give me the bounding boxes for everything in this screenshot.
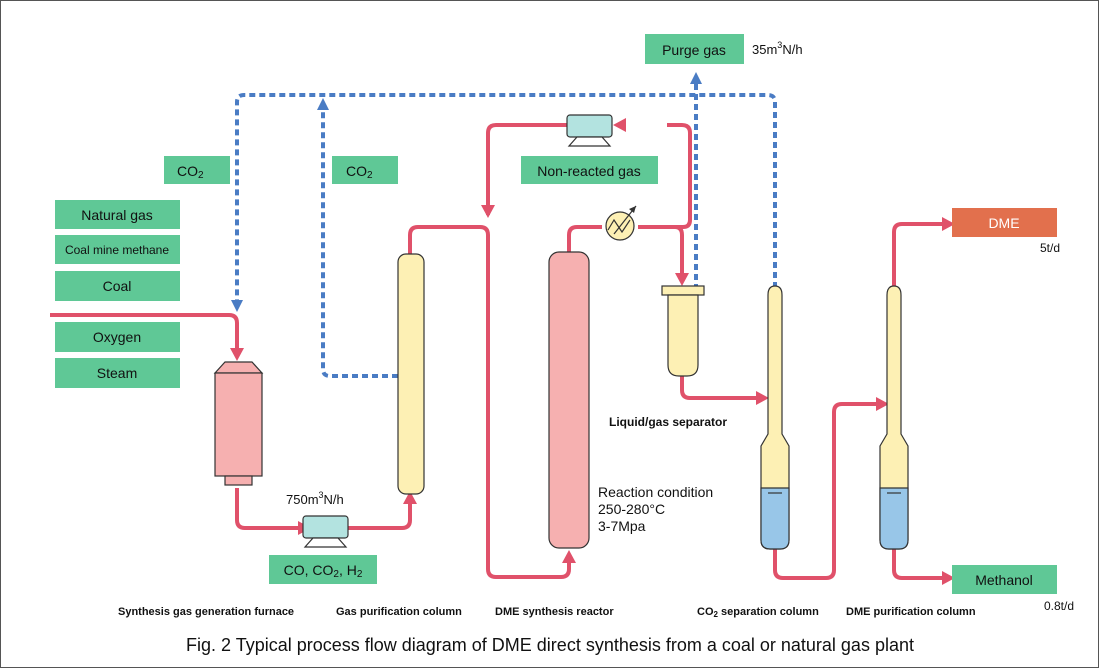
svg-text:DME: DME	[988, 215, 1019, 231]
co2-box-left: CO2	[164, 156, 230, 184]
unit-label-furnace: Synthesis gas generation furnace	[118, 606, 294, 618]
dme-rate-label: 5t/d	[1040, 241, 1060, 255]
purification-overhead	[408, 225, 571, 579]
gas-purification-column	[397, 253, 425, 495]
liquid-gas-separator	[661, 285, 705, 377]
co2col-bottom	[773, 402, 882, 580]
reaction-temperature: 250-280°C	[598, 501, 665, 517]
separator-to-co2col	[680, 374, 762, 400]
synthesis-gas-furnace	[213, 361, 264, 486]
arrow-up-purge	[690, 72, 702, 84]
arrow-to-dme	[942, 217, 955, 231]
natural-gas-box: Natural gas	[55, 200, 180, 229]
arrow-into-purification	[403, 491, 417, 504]
arrow-into-furnace	[230, 348, 244, 361]
non-reacted-gas-box: Non-reacted gas	[521, 156, 658, 184]
dmecol-bottom	[892, 548, 948, 580]
co2-box-mid: CO2	[332, 156, 398, 184]
unit-label-gas-purification: Gas purification column	[336, 606, 462, 618]
purge-rate-label: 35m3N/h	[752, 40, 803, 57]
methanol-product-box: Methanol	[952, 565, 1057, 594]
svg-text:CO2: CO2	[177, 163, 204, 181]
co2-separation-column	[760, 285, 790, 550]
methanol-rate-label: 0.8t/d	[1044, 599, 1074, 613]
figure-caption: Fig. 2 Typical process flow diagram of D…	[186, 635, 914, 655]
svg-text:Natural gas: Natural gas	[81, 207, 153, 223]
syngas-rate-label: 750m3N/h	[286, 490, 344, 507]
arrow-left-recycle	[613, 118, 626, 132]
exchanger-to-separator	[638, 225, 684, 280]
unit-label-dme-purification: DME purification column	[846, 606, 976, 618]
unit-label-dme-reactor: DME synthesis reactor	[495, 606, 614, 618]
dme-product-box: DME	[952, 208, 1057, 237]
svg-text:CO, CO2, H2: CO, CO2, H2	[284, 562, 363, 580]
reaction-condition-title: Reaction condition	[598, 484, 713, 500]
syngas-box: CO, CO2, H2	[269, 555, 377, 584]
coal-box: Coal	[55, 271, 180, 301]
recycle-return	[638, 123, 692, 229]
blue-arrowheads	[231, 72, 702, 312]
recycle-loop	[486, 123, 567, 215]
svg-text:Non-reacted gas: Non-reacted gas	[537, 163, 641, 179]
recycle-compressor-icon	[566, 114, 613, 147]
dmecol-top	[892, 222, 948, 290]
svg-text:Oxygen: Oxygen	[93, 329, 141, 345]
arrow-into-dmecol	[876, 397, 889, 411]
oxygen-box: Oxygen	[55, 322, 180, 352]
dme-purification-column	[879, 285, 909, 550]
coal-mine-methane-box: Coal mine methane	[55, 235, 180, 264]
arrow-to-methanol	[942, 571, 955, 585]
liquid-gas-separator-label: Liquid/gas separator	[609, 415, 727, 429]
svg-text:Coal: Coal	[103, 278, 132, 294]
purge-gas-box: Purge gas	[645, 34, 744, 64]
unit-label-co2-separation: CO2 separation column	[697, 606, 819, 619]
arrow-down-recycle	[481, 205, 495, 218]
svg-text:Steam: Steam	[97, 365, 137, 381]
arrow-up-inner	[317, 98, 329, 110]
furnace-to-compressor	[235, 488, 303, 530]
svg-text:Coal mine methane: Coal mine methane	[65, 243, 169, 257]
pink-arrowheads	[230, 118, 955, 585]
arrow-into-reactor	[562, 550, 576, 563]
co2-recycle-inner	[321, 106, 398, 378]
svg-text:Purge gas: Purge gas	[662, 42, 726, 58]
svg-text:CO2: CO2	[346, 163, 373, 181]
arrow-down-furnace	[231, 300, 243, 312]
reaction-pressure: 3-7Mpa	[598, 518, 646, 534]
arrow-into-separator	[675, 273, 689, 286]
process-lines	[50, 123, 948, 580]
dme-synthesis-reactor	[548, 251, 590, 549]
feed-line	[50, 313, 239, 352]
svg-text:Methanol: Methanol	[975, 572, 1033, 588]
arrow-into-co2col	[756, 391, 769, 405]
steam-box: Steam	[55, 358, 180, 388]
compressor-to-purification	[348, 500, 412, 530]
co2-recycle-lines	[235, 80, 777, 378]
compressor-icon	[302, 515, 349, 548]
reactor-overhead	[567, 225, 602, 255]
heat-exchanger-icon	[605, 205, 637, 241]
